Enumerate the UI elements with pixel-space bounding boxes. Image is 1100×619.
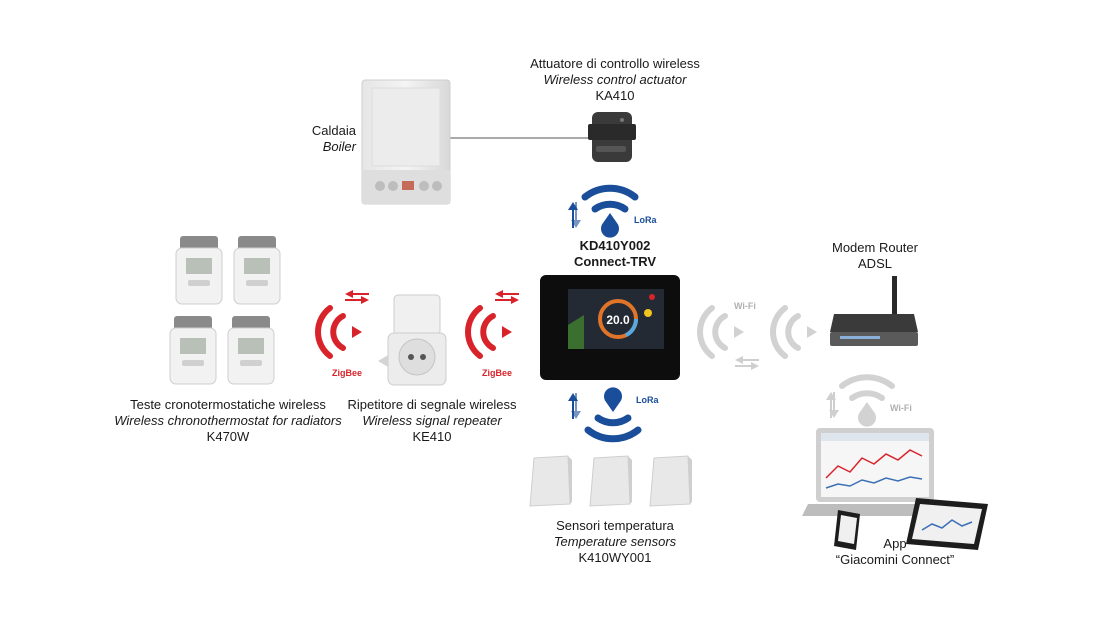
boiler-label-en: Boiler — [322, 139, 356, 154]
updown-arrows-top-icon — [568, 202, 581, 228]
repeater-label-en: Wireless signal repeater — [362, 413, 502, 428]
thermostatic-head-icon — [175, 236, 223, 305]
boiler-icon — [361, 79, 451, 205]
repeater-label: Ripetitore di segnale wireless Wireless … — [337, 397, 527, 445]
wifi-signal-vertical-icon — [839, 374, 895, 427]
zigbee-signal-left-icon — [315, 305, 362, 359]
updown-arrows-bottom-icon — [568, 393, 581, 419]
wifi-signal-right-icon — [770, 305, 817, 359]
controller-label: KD410Y002 Connect-TRV — [555, 238, 675, 270]
lora-signal-top-icon — [581, 184, 639, 238]
modem-label-line2: ADSL — [858, 256, 892, 271]
zigbee-tag-left: ZigBee — [332, 368, 363, 378]
router-icon — [830, 276, 918, 346]
controller-code: KD410Y002 — [579, 238, 651, 253]
sensors-label-code: K410WY001 — [578, 550, 652, 565]
wifi-signal-left-icon — [697, 305, 744, 359]
actuator-label-en: Wireless control actuator — [543, 72, 687, 87]
sensors-label: Sensori temperatura Temperature sensors … — [525, 518, 705, 566]
boiler-label: Caldaia Boiler — [270, 123, 356, 155]
thermostatic-head-icon-2 — [233, 236, 281, 305]
heads-label: Teste cronotermostatiche wireless Wirele… — [110, 397, 346, 445]
actuator-label-it: Attuatore di controllo wireless — [530, 56, 700, 71]
actuator-label-code: KA410 — [595, 88, 635, 103]
sensors-label-it: Sensori temperatura — [556, 518, 674, 533]
temperature-sensor-icon — [529, 455, 572, 507]
modem-label-line1: Modem Router — [832, 240, 918, 255]
zigbee-arrows-right-icon — [495, 290, 519, 304]
lora-signal-bottom-icon — [584, 387, 642, 443]
controller-name: Connect-TRV — [573, 254, 657, 269]
tablet-icon — [906, 498, 988, 550]
lora-tag-top: LoRa — [634, 215, 657, 225]
zigbee-arrows-left-icon — [345, 290, 369, 304]
heads-label-it: Teste cronotermostatiche wireless — [130, 397, 326, 412]
wifi-tag-horizontal: Wi-Fi — [734, 301, 756, 311]
actuator-label: Attuatore di controllo wireless Wireless… — [510, 56, 720, 104]
thermostatic-head-icon-3 — [169, 316, 217, 385]
temperature-sensor-icon-2 — [589, 455, 632, 507]
boiler-label-it: Caldaia — [311, 123, 356, 138]
plug-repeater-icon — [378, 294, 447, 386]
thermostatic-head-icon-4 — [227, 316, 275, 385]
sensors-label-en: Temperature sensors — [553, 534, 677, 549]
repeater-label-code: KE410 — [412, 429, 452, 444]
wifi-arrows-horizontal-icon — [735, 356, 759, 370]
app-label-line1: App — [883, 536, 907, 551]
zigbee-signal-right-icon — [465, 305, 512, 359]
wifi-tag-vertical: Wi-Fi — [890, 403, 912, 413]
actuator-icon — [588, 112, 636, 162]
heads-label-en: Wireless chronothermostat for radiators — [114, 413, 342, 428]
wifi-updown-arrows-icon — [826, 392, 839, 418]
touchscreen-thermostat-icon[interactable]: 20.0 — [540, 275, 682, 382]
repeater-label-it: Ripetitore di segnale wireless — [347, 397, 517, 412]
phone-icon — [834, 510, 860, 550]
app-label: App “Giacomini Connect” — [825, 536, 965, 568]
heads-label-code: K470W — [206, 429, 250, 444]
app-label-line2: “Giacomini Connect” — [835, 552, 955, 567]
zigbee-tag-right: ZigBee — [482, 368, 513, 378]
lora-tag-bottom: LoRa — [636, 395, 659, 405]
temperature-sensor-icon-3 — [649, 455, 692, 507]
controller-temperature: 20.0 — [606, 313, 630, 327]
modem-label: Modem Router ADSL — [810, 240, 940, 272]
